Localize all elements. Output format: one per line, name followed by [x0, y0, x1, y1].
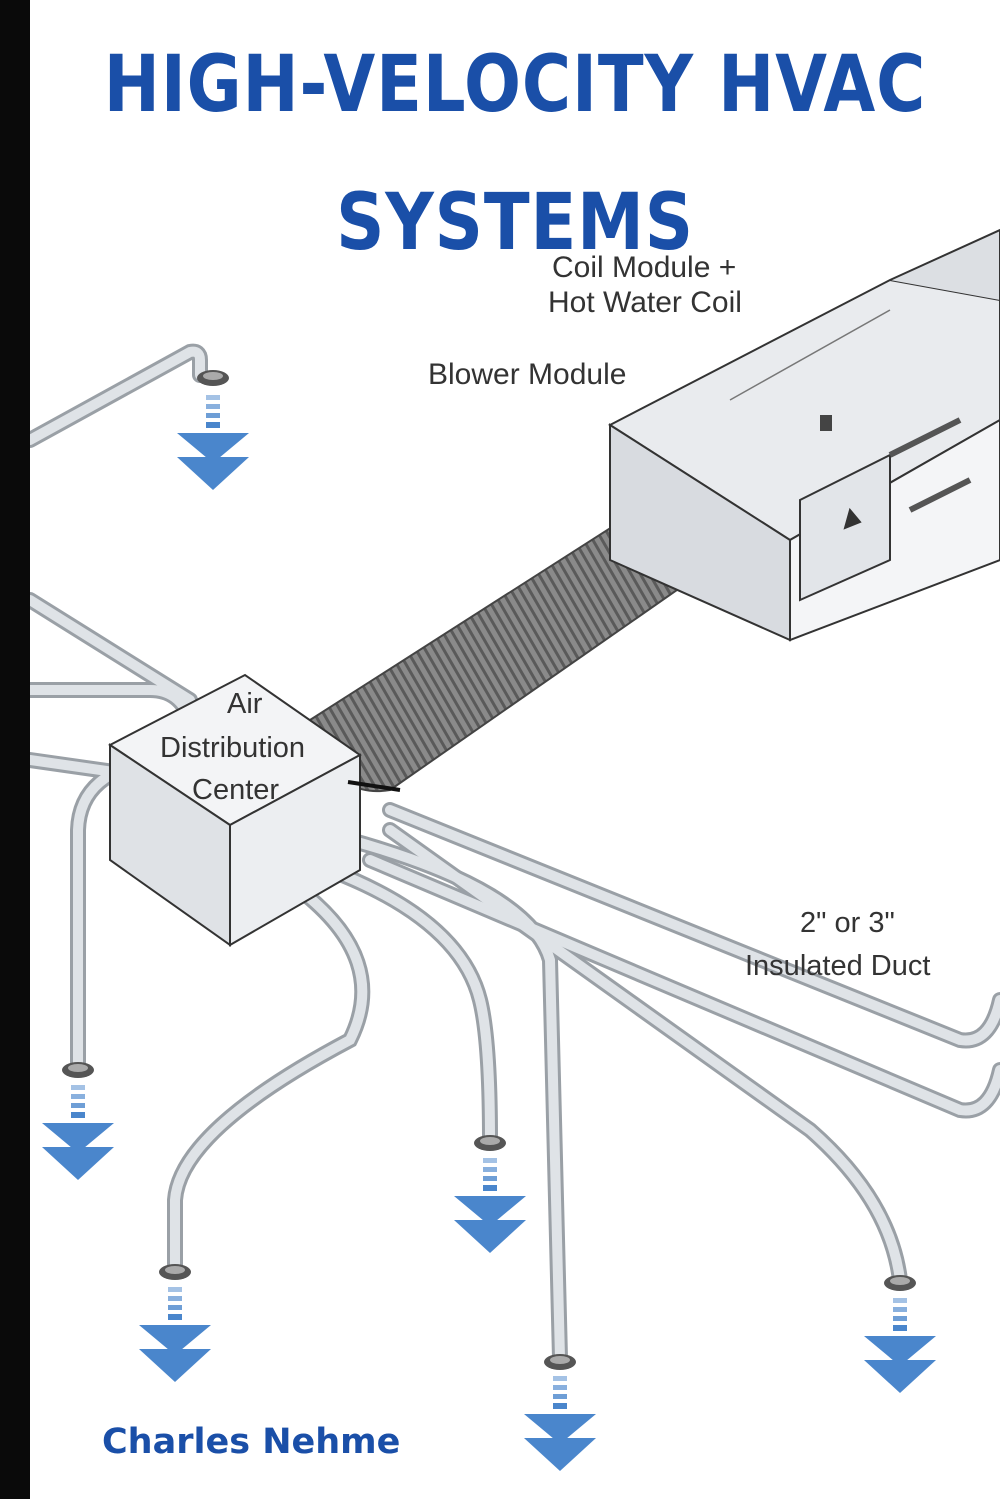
outlet-icon [544, 1354, 576, 1370]
label-coil-module-2: Hot Water Coil [548, 286, 742, 319]
down-arrow-icon [42, 1085, 114, 1180]
down-arrow-icon [139, 1287, 211, 1382]
outlet-icon [62, 1062, 94, 1078]
outlet-icon [884, 1275, 916, 1291]
airflow-arrows [42, 395, 936, 1471]
book-spine-edge [0, 0, 30, 1499]
down-arrow-icon [177, 395, 249, 490]
hvac-diagram: Coil Module + Hot Water Coil Blower Modu… [30, 228, 1000, 1471]
label-insulated-duct: Insulated Duct [745, 950, 930, 982]
diagram-labels: Coil Module + Hot Water Coil Blower Modu… [160, 251, 930, 982]
label-duct-size: 2" or 3" [800, 907, 895, 939]
down-arrow-icon [454, 1158, 526, 1253]
blower-module [608, 228, 1000, 642]
label-blower-module: Blower Module [428, 358, 626, 391]
down-arrow-icon [864, 1298, 936, 1393]
title-line-1: HIGH-VELOCITY HVAC [103, 40, 927, 130]
label-center: Center [192, 774, 279, 806]
author-name: Charles Nehme [102, 1422, 401, 1462]
label-air: Air [227, 688, 263, 720]
air-distribution-center-box [108, 673, 401, 947]
label-coil-module-1: Coil Module + [552, 251, 736, 284]
title-line-2: SYSTEMS [336, 178, 694, 268]
outlet-icon [159, 1264, 191, 1280]
down-arrow-icon [524, 1376, 596, 1471]
outlets [62, 370, 916, 1370]
outlet-icon [197, 370, 229, 386]
duct-drop-2 [167, 882, 371, 1276]
outlet-icon [474, 1135, 506, 1151]
label-distribution: Distribution [160, 732, 305, 764]
